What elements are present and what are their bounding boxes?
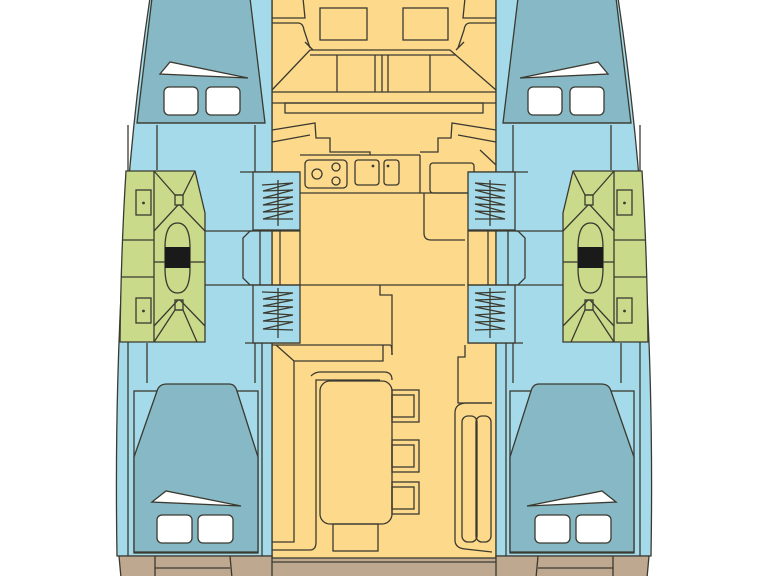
aft-deck bbox=[261, 555, 507, 576]
salon-galley bbox=[264, 0, 506, 563]
port-hull bbox=[115, 0, 301, 576]
starboard-hull bbox=[467, 0, 653, 576]
